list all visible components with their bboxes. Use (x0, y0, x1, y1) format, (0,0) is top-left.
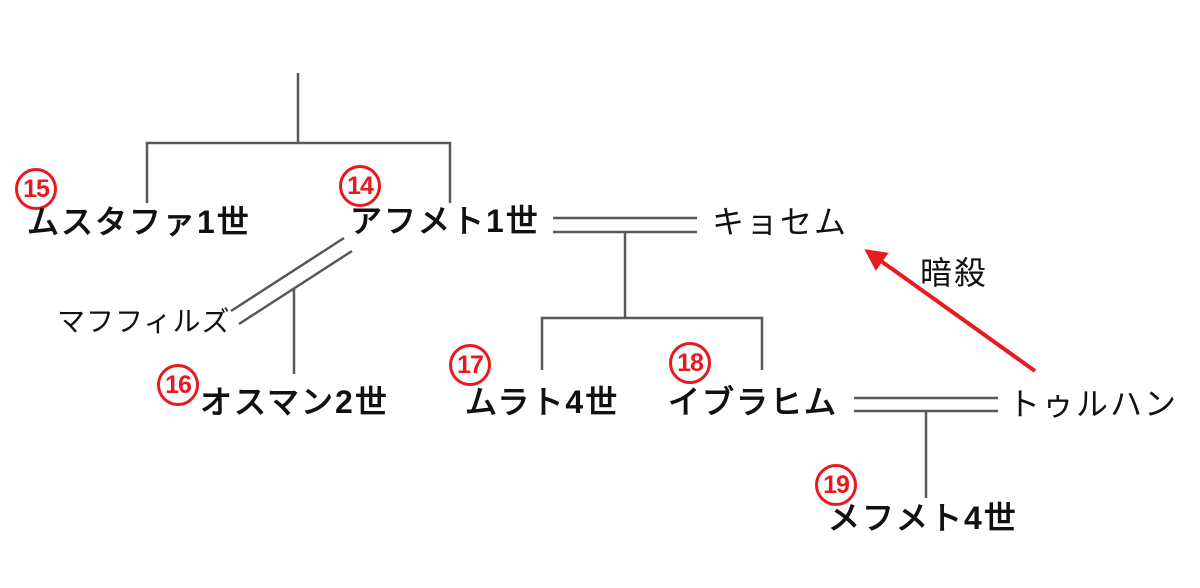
person-ibrahim: イブラヒム (668, 384, 839, 420)
marriage-line-ahmed-mahfiruz-2 (238, 249, 353, 326)
person-kosem: キョセム (712, 204, 849, 240)
badge-14: 14 (339, 165, 381, 207)
person-turhan: トゥルハン (1008, 386, 1179, 422)
badge-17: 17 (449, 344, 491, 386)
person-ahmed1: アフメト1世 (350, 203, 540, 239)
person-osman2: オスマン2世 (200, 384, 389, 420)
person-mehmed4: メフメト4世 (828, 500, 1018, 536)
marriage-line-ahmed-mahfiruz-1 (230, 236, 345, 313)
badge-15: 15 (15, 168, 57, 210)
tree-lines (145, 73, 998, 498)
badge-18: 18 (669, 342, 711, 384)
badge-16: 16 (157, 364, 199, 406)
sibling-bracket-murad-ibrahim (540, 316, 764, 370)
assassination-arrow (864, 249, 1037, 373)
badge-19: 19 (815, 464, 857, 506)
person-mustafa1: ムスタファ1世 (27, 204, 251, 240)
assassination-label: 暗殺 (920, 255, 989, 291)
person-murad4: ムラト4世 (465, 384, 620, 420)
person-mahfiruz: マフフィルズ (57, 306, 231, 337)
sibling-bracket-top (145, 141, 452, 203)
